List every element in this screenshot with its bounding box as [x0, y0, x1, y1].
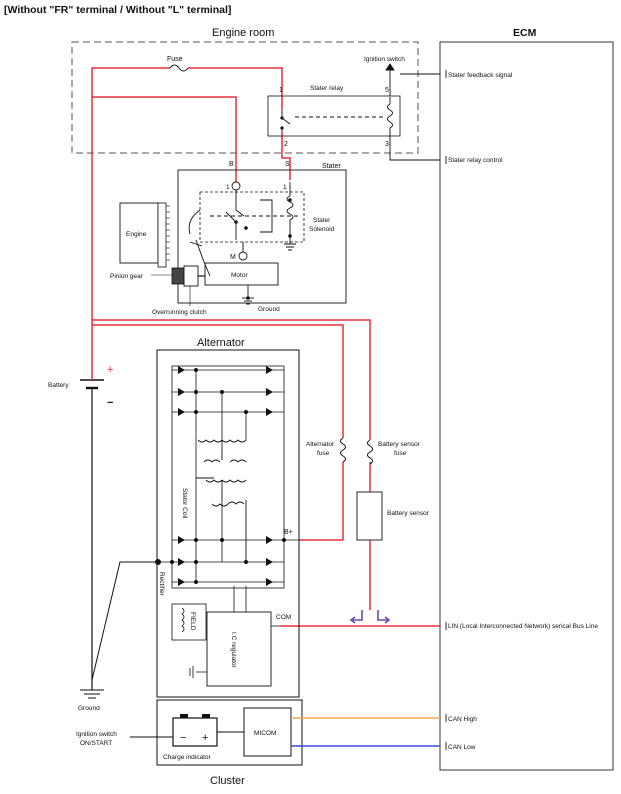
relay-pin-1: 1 [279, 87, 283, 94]
battery-sensor-fuse-label-2: fuse [394, 450, 407, 457]
battery-sensor-box [356, 491, 383, 541]
charge-indicator-minus: − [180, 732, 186, 744]
m-terminal [238, 251, 248, 261]
diodes [178, 366, 273, 586]
stator-coil-windings [196, 439, 247, 562]
alternator-fuse-label-2: fuse [317, 450, 330, 457]
s-terminal-pin: 1 [283, 184, 287, 191]
alternator-label: Alternator [197, 337, 245, 349]
b-terminal [231, 181, 241, 191]
flywheel-teeth [166, 205, 170, 261]
battery-plus: + [107, 364, 113, 376]
battery-sensor-fuse-label-1: Battery sensor [378, 441, 421, 448]
pinion-gear [171, 267, 185, 285]
lin-arrow [349, 610, 391, 624]
b-plus-label: B+ [284, 529, 293, 536]
stater-ground-dot [246, 296, 250, 300]
stater-ground [242, 285, 254, 305]
fuse-label: Fuse [167, 56, 183, 63]
ignition-switch-label: Ignition switch [364, 56, 405, 63]
stater-relay-label: Stater relay [310, 85, 344, 92]
charge-indicator-cap-right [202, 714, 210, 718]
motor-box [204, 262, 279, 286]
stater-relay-control-label: Stater relay control [448, 157, 503, 164]
engine-label: Engine [126, 231, 147, 238]
ground-bottom-symbol [80, 689, 104, 699]
relay-pin-3: 3 [385, 141, 389, 148]
b-terminal-pin: 1 [226, 184, 230, 191]
stater-box [177, 169, 347, 304]
ignition-switch-line [385, 63, 440, 161]
cluster-label: Cluster [210, 775, 245, 787]
stator-coil-label: Stator Coil [181, 488, 188, 519]
ic-regulator-box [206, 611, 272, 687]
overrunning-clutch [183, 265, 199, 287]
cluster-box [156, 699, 303, 766]
motor-label: Motor [231, 272, 248, 279]
relay-pin-5: 5 [385, 87, 389, 94]
engine-room-box [71, 41, 419, 154]
regulator-wiring [189, 586, 280, 678]
relay-pin-2: 2 [284, 141, 288, 148]
rectifier-frame [171, 365, 285, 589]
ecm-label: ECM [513, 27, 537, 39]
ignition-on-label-2: ON/START [80, 740, 112, 747]
stater-relay-box [267, 95, 401, 137]
com-label: COM [276, 614, 291, 621]
rectifier-label: Rectifier [158, 572, 165, 597]
ecm-box [439, 41, 614, 771]
stater-label: Stater [322, 163, 341, 170]
diagram-header: [Without "FR" terminal / Without "L" ter… [4, 4, 231, 16]
m-terminal-label: M [230, 254, 236, 261]
diode-rows-top [158, 369, 300, 583]
field-winding [181, 607, 185, 633]
field-coil [171, 603, 207, 641]
charge-indicator-plus: + [202, 732, 208, 744]
alternator-fuse-label-1: Alternator [306, 441, 335, 448]
ic-regulator-label: I.C regulator [230, 632, 237, 669]
field-label: FIELD [189, 612, 196, 631]
stater-feedback-label: Stater feedback signal [448, 72, 513, 79]
engine-room-label: Engine room [212, 27, 274, 39]
pinion-gear-label: Pinion gear [110, 273, 144, 280]
charge-indicator-cap-left [180, 714, 188, 718]
fuse-symbols [169, 64, 373, 465]
can-high-label: CAN High [448, 716, 477, 723]
rectifier-junctions [155, 368, 286, 584]
b-terminal-label: B [229, 161, 234, 168]
lin-line-label: LIN (Local Interconnected Network) seric… [448, 623, 598, 630]
battery-minus: − [107, 397, 113, 409]
battery-label: Battery [48, 382, 69, 389]
relay-contacts [280, 116, 284, 130]
power-wiring [91, 67, 440, 627]
charge-indicator-label: Charge indicator [163, 754, 212, 761]
flywheel [157, 202, 167, 268]
micom-label: MICOM [254, 730, 276, 737]
s-terminal-label: S [285, 161, 290, 168]
battery-ground-wire [91, 561, 158, 681]
solenoid-label-1: Stater [313, 217, 331, 224]
solenoid-label-2: Solenoid [309, 226, 335, 233]
ground-bottom-label: Ground [78, 705, 100, 712]
stater-ground-label: Ground [258, 306, 280, 313]
ignition-on-label-1: Ignition switch [76, 731, 117, 738]
solenoid-box [199, 191, 305, 243]
solenoid-internals [188, 182, 300, 251]
solenoid-dots [234, 198, 292, 238]
battery-sensor-label: Battery sensor [387, 510, 430, 517]
lever-fork [189, 239, 211, 277]
relay-internals [281, 97, 393, 136]
alternator-box [156, 349, 300, 698]
can-low-label: CAN Low [448, 744, 476, 751]
overrunning-clutch-label: Overrunning clutch [152, 309, 207, 316]
